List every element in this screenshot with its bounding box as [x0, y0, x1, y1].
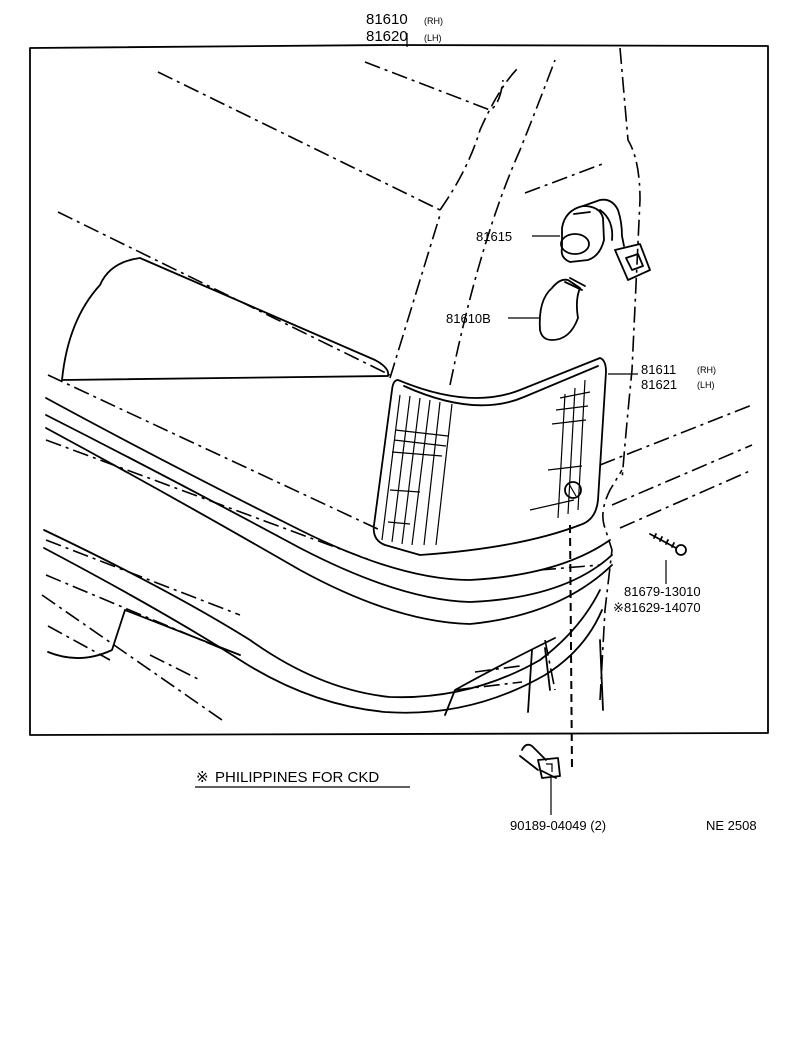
assembly-lh-number: 81620: [366, 28, 408, 45]
diagram-code: NE 2508: [706, 818, 757, 833]
screw-phil-mark: ※: [613, 600, 624, 615]
lens-lh-side: (LH): [697, 380, 715, 390]
assembly-rh-side: (RH): [424, 16, 443, 26]
bumper-outline: [43, 397, 613, 716]
lens-lh-part-number: 81621: [641, 377, 677, 392]
footnote-text: PHILIPPINES FOR CKD: [215, 769, 379, 786]
bulb-illustration: [538, 277, 586, 341]
clip-part-number: 90189-04049 (2): [510, 818, 606, 833]
socket-part-number: 81615: [476, 229, 512, 244]
lens-rh-side: (RH): [697, 365, 716, 375]
diagram-frame: [29, 44, 769, 736]
window-panel: [61, 257, 390, 381]
assembly-lh-side: (LH): [424, 33, 442, 43]
footnote: ※ PHILIPPINES FOR CKD: [195, 769, 410, 788]
screw-illustration: [649, 533, 687, 556]
assembly-label: 81610 (RH) 81620 (LH): [366, 11, 443, 45]
screw-phil-part-number: 81629-14070: [624, 600, 701, 615]
bulb-part-number: 81610B: [446, 311, 491, 326]
lens-rh-part-number: 81611: [641, 362, 676, 377]
screw-part-number: 81679-13010: [624, 584, 701, 599]
assembly-rh-number: 81610: [366, 11, 408, 28]
clip-illustration: [519, 743, 561, 779]
attachment-line: [569, 524, 573, 771]
lens-assembly: [372, 357, 607, 556]
socket-illustration: [560, 198, 651, 281]
footnote-mark: ※: [196, 769, 209, 786]
leader-lines: [508, 235, 667, 815]
